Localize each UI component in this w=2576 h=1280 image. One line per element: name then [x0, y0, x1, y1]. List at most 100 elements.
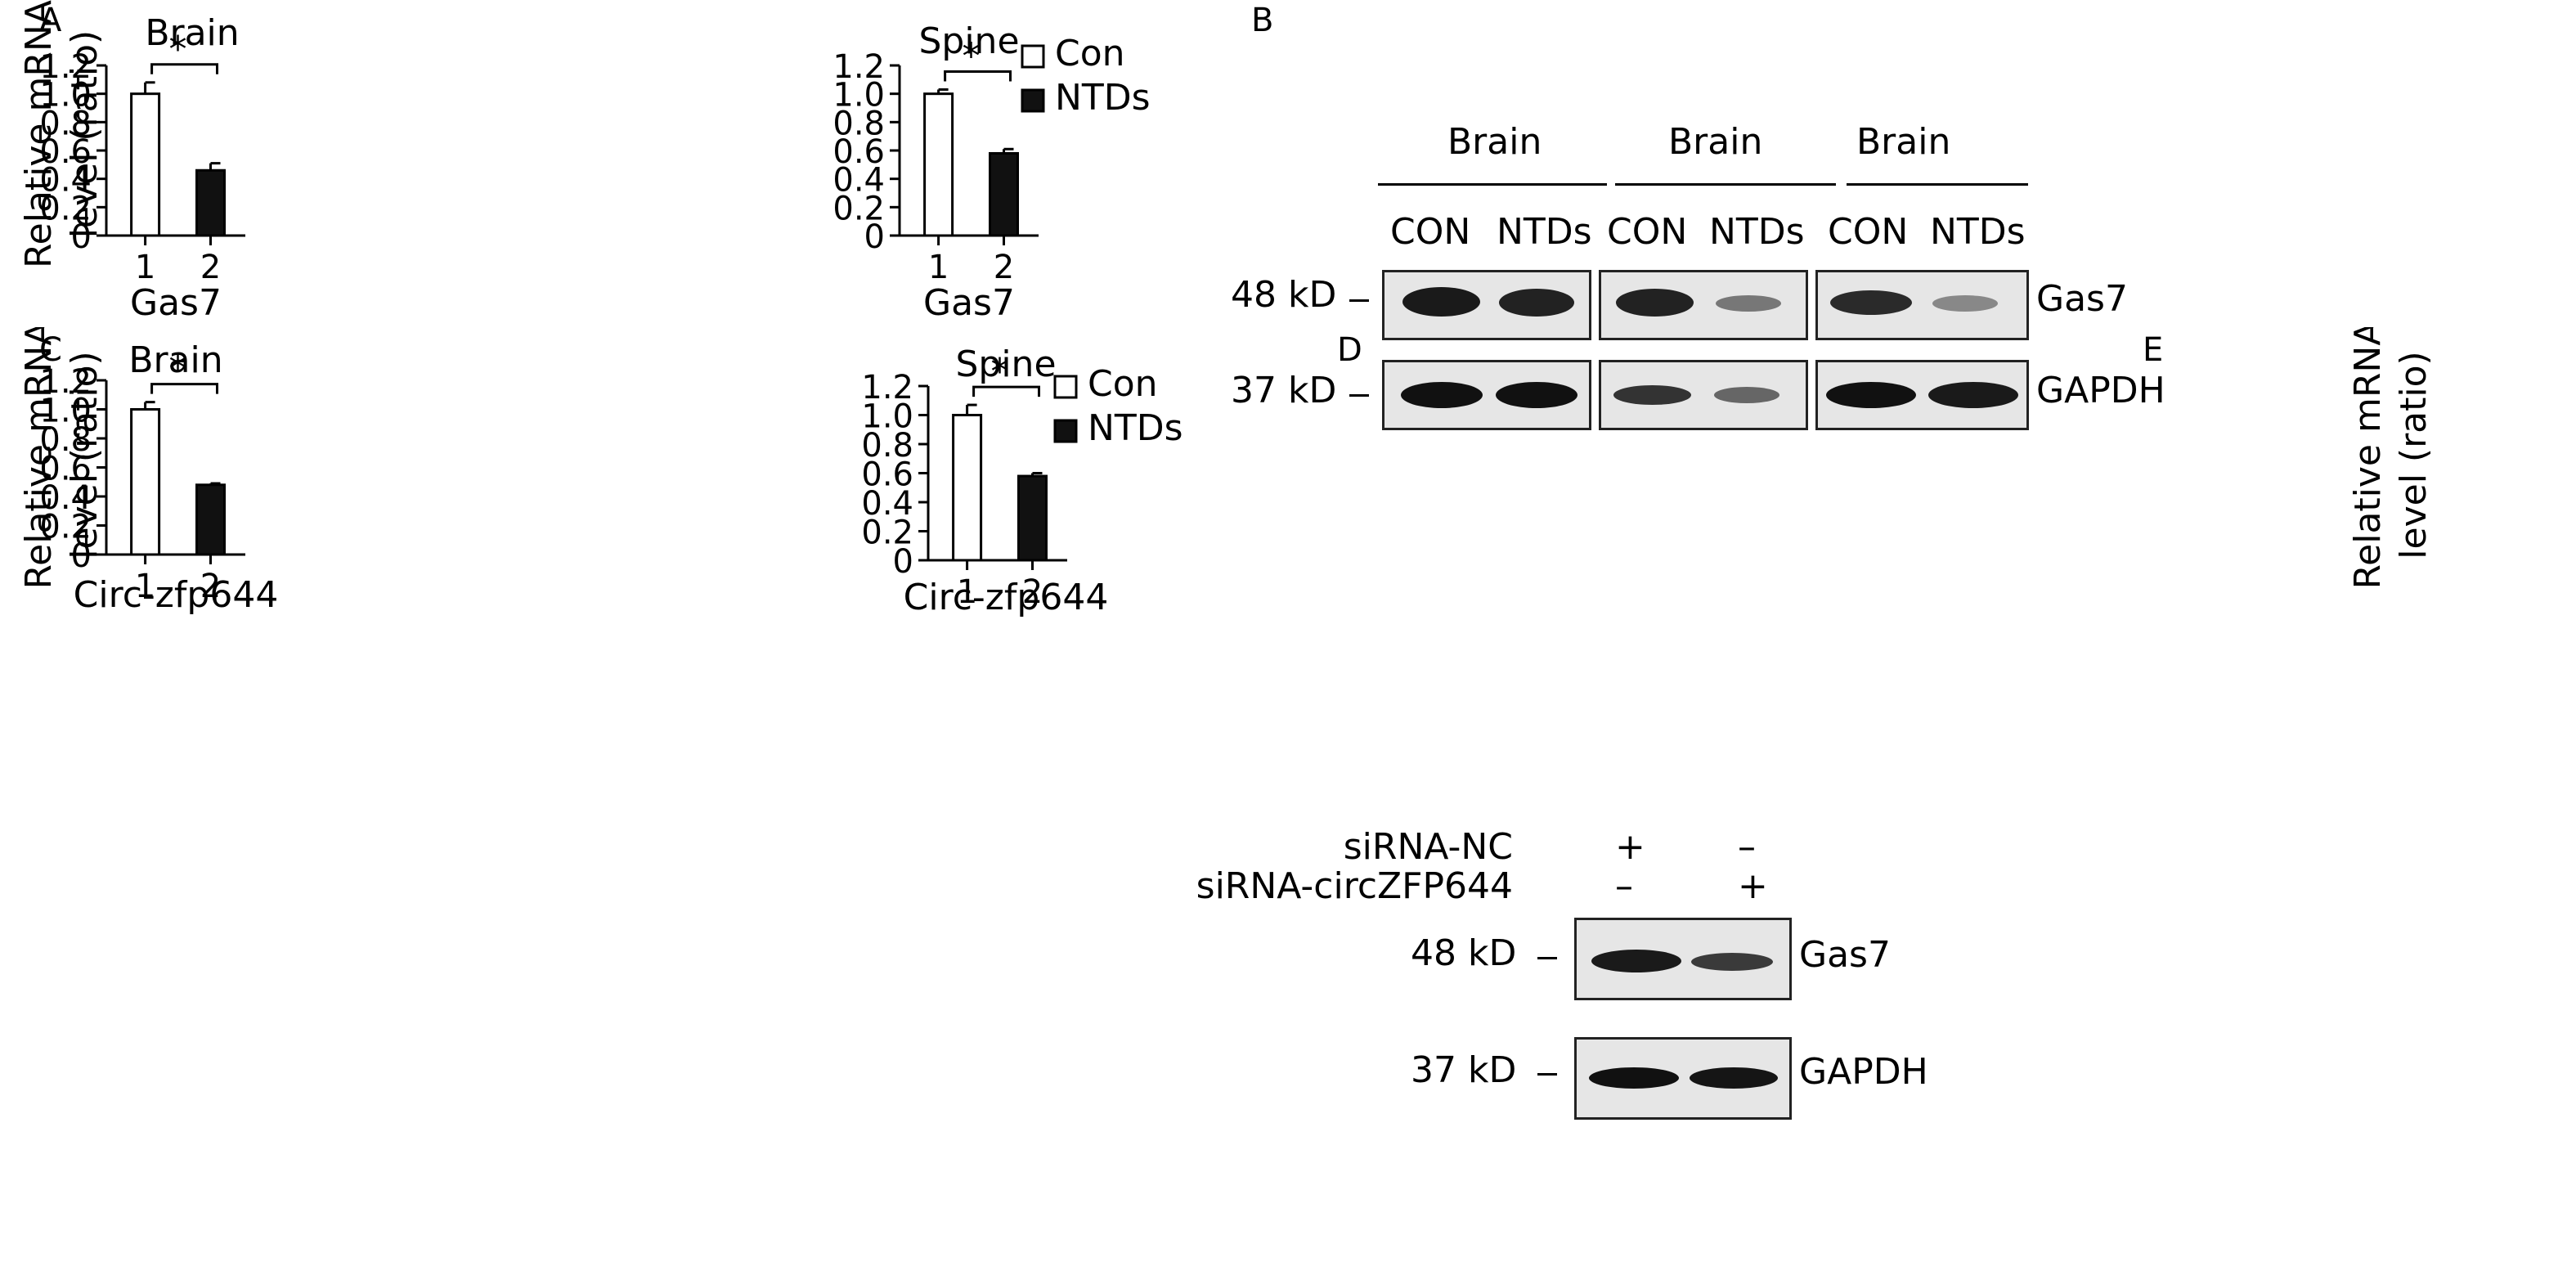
blot-b-gas7-box-3 [1815, 270, 2029, 340]
band [1691, 953, 1773, 971]
bar [195, 168, 226, 237]
y-axis-label-line: level (ratio) [64, 351, 105, 559]
y-tick-label: 0 [71, 537, 92, 575]
y-tick-label: 0.6 [832, 133, 885, 171]
y-tick-label: 0.2 [861, 514, 913, 552]
blot-b-marker-37: 37 kD [1231, 370, 1337, 411]
significance-star: * [169, 29, 187, 70]
blot-b-marker-37-tick [1349, 394, 1369, 397]
blot-d-marker-37: 37 kD [1411, 1049, 1517, 1091]
blot-d-marker-37-tick [1537, 1073, 1557, 1076]
band [1402, 287, 1480, 317]
y-tick-label: 1.2 [39, 48, 92, 86]
legend-swatch [1021, 88, 1045, 113]
chart-b-protein: 00.51.01.512*Gas7Proteinlevel (ratio) [2167, 0, 2576, 327]
blot-d-cond-1-v1: + [1615, 826, 1645, 868]
blot-d-cond-1-label: siRNA-NC [1343, 826, 1513, 868]
blot-b-lane-4: NTDs [1709, 211, 1805, 253]
chart-a-spine: 00.20.40.60.81.01.212*SpineGas7Relative … [832, 20, 1151, 324]
blot-b-group-line-2 [1615, 183, 1836, 186]
blot-b-gas7-box-1 [1382, 270, 1591, 340]
y-tick-label: 1.0 [832, 77, 885, 115]
blot-b-group-3: Brain [1856, 121, 1951, 163]
blot-b-gapdh-box-1 [1382, 360, 1591, 430]
x-axis-label: Gas7 [130, 282, 222, 324]
significance-star: * [169, 348, 187, 390]
blot-b-group-line-3 [1847, 183, 2028, 186]
chart-group: 00.51.01.512*Gas7Proteinlevel (ratio) [2167, 41, 2576, 314]
y-tick-label: 0.2 [39, 190, 92, 227]
blot-b-gapdh-box-3 [1815, 360, 2029, 430]
x-tick-label: 1 [135, 568, 155, 605]
panel-letter-d: D [1337, 331, 1362, 369]
y-tick-label: 0.4 [832, 162, 885, 200]
chart-c-spine: 00.20.40.60.81.01.212*SpineCirc-zfp644Re… [861, 344, 1183, 618]
y-tick-label: 1.0 [39, 77, 92, 115]
y-tick-label: 0.6 [861, 456, 913, 494]
blot-b-marker-48: 48 kD [1231, 274, 1337, 316]
blot-b-lane-1: CON [1390, 211, 1471, 253]
y-tick-label: 1.0 [861, 398, 913, 436]
band [1830, 290, 1912, 315]
panel-letter-c: C [39, 331, 62, 369]
blot-d-cond-2-v2: + [1738, 865, 1768, 907]
blot-b-gas7-box-2 [1599, 270, 1808, 340]
y-axis-label-line: Relative mRNA [18, 327, 60, 589]
band [1613, 385, 1691, 405]
chart-title: Brain [145, 12, 239, 54]
y-tick-label: 1.0 [39, 393, 92, 430]
band [1616, 289, 1694, 317]
legend-swatch [1021, 44, 1045, 69]
x-tick-label: 1 [957, 573, 977, 611]
chart-title: Brain [128, 339, 222, 381]
legend-swatch [1053, 375, 1078, 399]
panel-letter-b: B [1251, 2, 1274, 39]
band [1589, 1067, 1679, 1089]
band [1714, 387, 1779, 403]
legend-label: Con [1088, 363, 1158, 405]
band [1826, 382, 1916, 408]
legend-label: NTDs [1088, 407, 1183, 449]
band [1690, 1067, 1778, 1089]
y-tick-label: 0 [864, 218, 885, 256]
y-axis-label-line: level (ratio) [2393, 351, 2435, 559]
blot-d-marker-48: 48 kD [1411, 932, 1517, 974]
band [1401, 382, 1483, 408]
band [1932, 295, 1998, 312]
significance-bracket [944, 70, 1012, 82]
band [1591, 950, 1681, 972]
y-axis-label-line: Relative mRNA [2347, 327, 2389, 589]
band [1499, 289, 1574, 317]
band [1496, 382, 1577, 408]
blot-b-protein-gas7: Gas7 [2036, 278, 2128, 320]
x-axis-label: Circ-zfp644 [74, 574, 279, 616]
legend-swatch [1053, 419, 1078, 443]
blot-d-gapdh-box [1574, 1037, 1792, 1120]
x-tick-label: 2 [1022, 573, 1043, 611]
significance-bracket [150, 63, 218, 74]
blot-b-lane-2: NTDs [1497, 211, 1592, 253]
significance-bracket [150, 383, 218, 394]
significance-star: * [963, 35, 981, 77]
blot-b-group-2: Brain [1668, 121, 1763, 163]
x-tick-label: 2 [200, 249, 221, 286]
legend-label: NTDs [1055, 77, 1151, 119]
x-tick-label: 2 [994, 249, 1014, 286]
y-tick-label: 0.6 [39, 133, 92, 171]
significance-bracket [972, 385, 1040, 397]
y-tick-label: 0.2 [39, 509, 92, 546]
bar [195, 483, 226, 556]
x-axis-label: Circ-zfp644 [904, 577, 1109, 618]
bar [130, 92, 161, 237]
blot-b-group-1: Brain [1447, 121, 1542, 163]
y-tick-label: 0.8 [832, 105, 885, 142]
